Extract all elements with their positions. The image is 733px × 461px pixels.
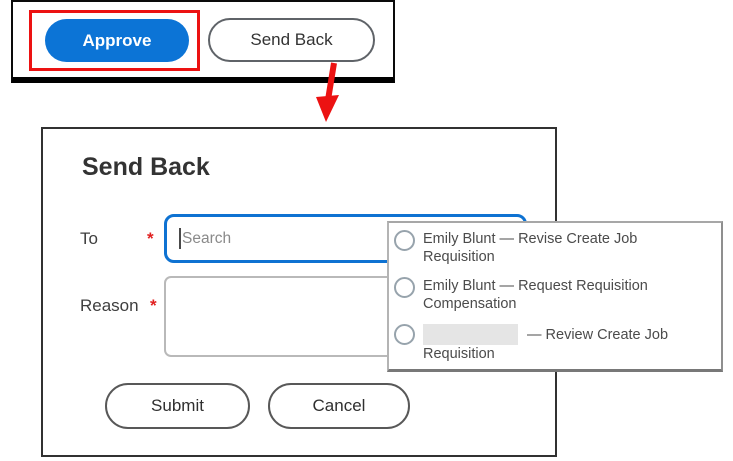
toolbar: Approve Send Back — [11, 0, 395, 83]
dialog-title: Send Back — [82, 153, 210, 181]
text-cursor-caret — [179, 228, 181, 249]
radio-button-icon[interactable] — [394, 324, 415, 345]
search-placeholder: Search — [182, 229, 232, 247]
reason-label: Reason — [80, 296, 139, 315]
radio-button-icon[interactable] — [394, 277, 415, 298]
highlight-annotation-box — [29, 10, 200, 71]
option-label: — Review Create Job Requisition — [423, 324, 699, 363]
option-label: Emily Blunt — Request Requisition Compen… — [423, 278, 648, 312]
submit-button[interactable]: Submit — [105, 383, 250, 429]
dropdown-option-request-requisition-compensation[interactable]: Emily Blunt — Request Requisition Compen… — [394, 277, 713, 313]
reason-required-asterisk: * — [150, 296, 157, 315]
to-required-asterisk: * — [147, 229, 154, 248]
dropdown-option-review-create-job-requisition[interactable]: — Review Create Job Requisition — [394, 324, 713, 363]
send-back-button[interactable]: Send Back — [208, 18, 375, 62]
dropdown-option-revise-create-job-requisition[interactable]: Emily Blunt — Revise Create Job Requisit… — [394, 230, 713, 266]
assignee-dropdown: Emily Blunt — Revise Create Job Requisit… — [387, 221, 723, 372]
red-arrow-icon — [316, 62, 339, 122]
to-label: To — [80, 229, 98, 248]
option-label: Emily Blunt — Revise Create Job Requisit… — [423, 231, 638, 265]
approve-button[interactable]: Approve — [45, 19, 189, 62]
radio-button-icon[interactable] — [394, 230, 415, 251]
cancel-button[interactable]: Cancel — [268, 383, 410, 429]
redacted-name-box — [423, 324, 518, 345]
